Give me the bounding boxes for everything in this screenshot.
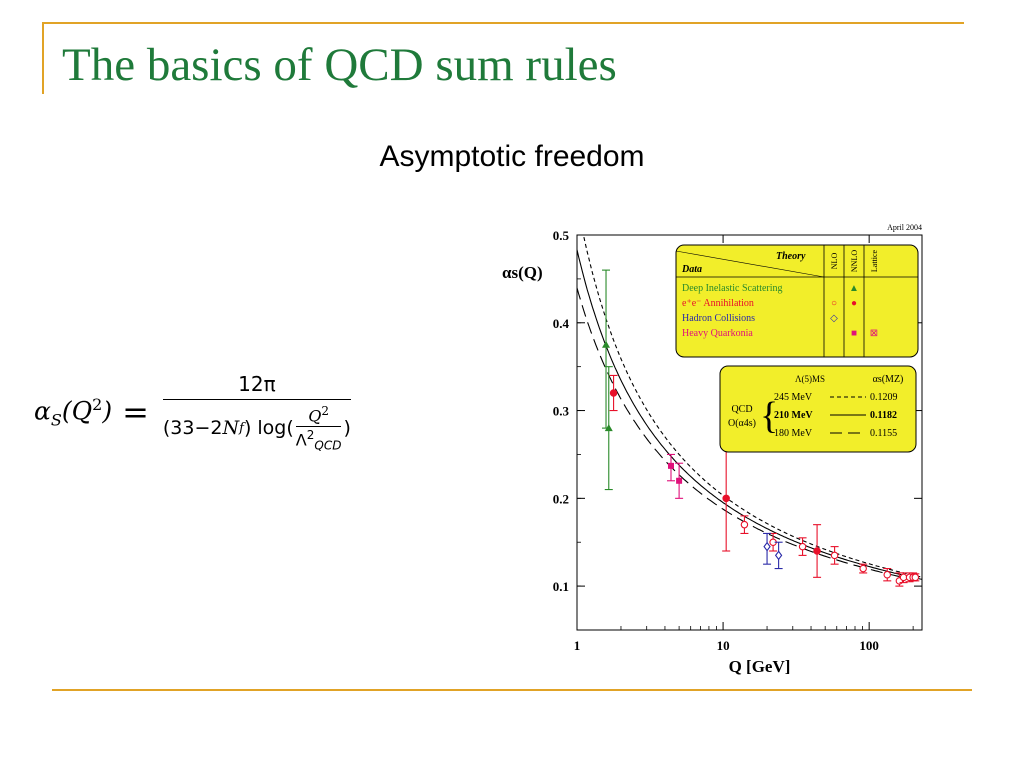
legend-row-marker: ▲ — [849, 283, 859, 294]
data-point-triangle — [604, 424, 613, 432]
y-tick-label: 0.5 — [553, 228, 570, 243]
legend-row-marker: ◇ — [830, 313, 838, 324]
legend-row-marker: ● — [851, 298, 857, 309]
inner-denominator: Λ2QCD — [296, 427, 342, 453]
den-nf-sub: f — [239, 420, 244, 436]
fraction-bar — [162, 399, 351, 400]
theory-curve-245 — [583, 236, 923, 578]
data-point-circle — [813, 547, 821, 555]
legend-column-header: Lattice — [870, 249, 879, 272]
legend-row-label: Hadron Collisions — [682, 313, 755, 324]
legend-row-marker: ○ — [831, 298, 837, 309]
equals-sign: = — [122, 393, 149, 432]
legend-qcd-brace: { — [760, 395, 778, 437]
legend-data-label: Data — [681, 264, 702, 275]
y-tick-label: 0.4 — [553, 316, 570, 331]
data-point-triangle — [602, 340, 611, 348]
data-point-circle — [798, 542, 807, 551]
legend-column-header: NNLO — [850, 250, 859, 272]
inner-fraction: Q2 Λ2QCD — [295, 404, 342, 453]
data-point-circle — [609, 389, 618, 397]
lambda-power: 2 — [306, 428, 315, 443]
y-tick-label: 0.3 — [553, 404, 570, 419]
den-prefix: (33−2 — [162, 417, 223, 440]
legend-diagonal — [675, 250, 825, 278]
alpha-s-chart: 0.1 0.2 0.3 0.4 0.5 1 10 100 Q [GeV] αs(Q) April 2… — [500, 220, 940, 680]
legend-qcd-col-lambda: Λ(5)MS — [795, 374, 825, 384]
y-tick-label: 0.2 — [553, 491, 569, 506]
slide-title: The basics of QCD sum rules — [62, 39, 617, 91]
y-tick-label: 0.1 — [553, 579, 569, 594]
legend-qcd-box — [719, 365, 917, 453]
x-tick-label: 100 — [859, 638, 879, 653]
lhs-q-power: 2 — [92, 395, 103, 415]
legend-row-label: Heavy Quarkonia — [682, 328, 753, 339]
data-point-circle — [740, 520, 749, 529]
inner-fraction-bar — [295, 426, 342, 428]
den-close: ) — [343, 417, 351, 440]
legend-qcd: Λ(5)MS αs(MZ) QCD O(α4s) {245 MeV 0.1209 210 M… — [719, 365, 917, 453]
legend-qcd-lambda: 210 MeV — [774, 410, 813, 421]
top-rule — [42, 22, 964, 24]
legend-qcd-row-label-2: O(α4s) — [728, 418, 756, 429]
date-label: April 2004 — [887, 223, 922, 232]
x-tick-label: 10 — [717, 638, 730, 653]
lhs-q: Q — [71, 396, 93, 426]
slide-subtitle: Asymptotic freedom — [379, 140, 645, 173]
inner-q-power: 2 — [321, 404, 329, 418]
data-point-circle — [830, 551, 839, 560]
legend-row-marker: ■ — [851, 328, 857, 339]
alpha-symbol: α — [34, 396, 51, 426]
data-point-square — [676, 477, 683, 484]
x-axis-label: Q [GeV] — [729, 657, 791, 676]
data-point-circle — [722, 494, 730, 503]
x-tick-label: 1 — [574, 638, 581, 653]
legend-column-header: NLO — [830, 253, 839, 270]
y-axis-label: αs(Q) — [502, 263, 543, 282]
legend-theory-box — [675, 244, 919, 358]
legend-qcd-alpha: 0.1209 — [870, 392, 898, 403]
legend-row-label: Deep Inelastic Scattering — [682, 283, 783, 294]
inner-q: Q — [308, 406, 322, 426]
inner-numerator: Q2 — [304, 404, 333, 426]
data-point-circle — [911, 573, 920, 582]
legend-qcd-col-alpha: αs(MZ) — [873, 374, 904, 385]
legend-qcd-lambda: 180 MeV — [774, 428, 813, 439]
top-left-tick — [42, 22, 44, 94]
formula-lhs: αS(Q2) — [34, 395, 113, 430]
data-point-circle — [859, 564, 867, 573]
data-point-diamond — [763, 541, 771, 552]
den-log: ) log( — [243, 417, 294, 440]
legend-qcd-lambda: 245 MeV — [774, 392, 813, 403]
legend-row-label: e⁺e⁻ Annihilation — [682, 298, 754, 309]
lambda-symbol: Λ — [295, 430, 307, 450]
legend-qcd-row-label-1: QCD — [731, 404, 752, 415]
legend-qcd-alpha: 0.1182 — [870, 410, 897, 421]
chart-svg: 0.1 0.2 0.3 0.4 0.5 1 10 100 Q [GeV] αs(Q) April 2… — [502, 223, 923, 676]
data-point-circle — [883, 570, 892, 579]
plot-frame — [576, 234, 923, 631]
lambda-subscript: QCD — [314, 438, 342, 453]
data-point-diamond — [774, 550, 783, 561]
legend-qcd-alpha: 0.1155 — [870, 428, 897, 439]
legend-row-marker: ⊠ — [870, 328, 878, 339]
formula-numerator: 12π — [238, 372, 276, 396]
legend-theory-title: Theory — [776, 251, 806, 262]
alpha-subscript: S — [50, 410, 62, 430]
den-nf: N — [222, 417, 240, 440]
bottom-rule — [52, 689, 972, 691]
data-point-square — [667, 462, 674, 469]
